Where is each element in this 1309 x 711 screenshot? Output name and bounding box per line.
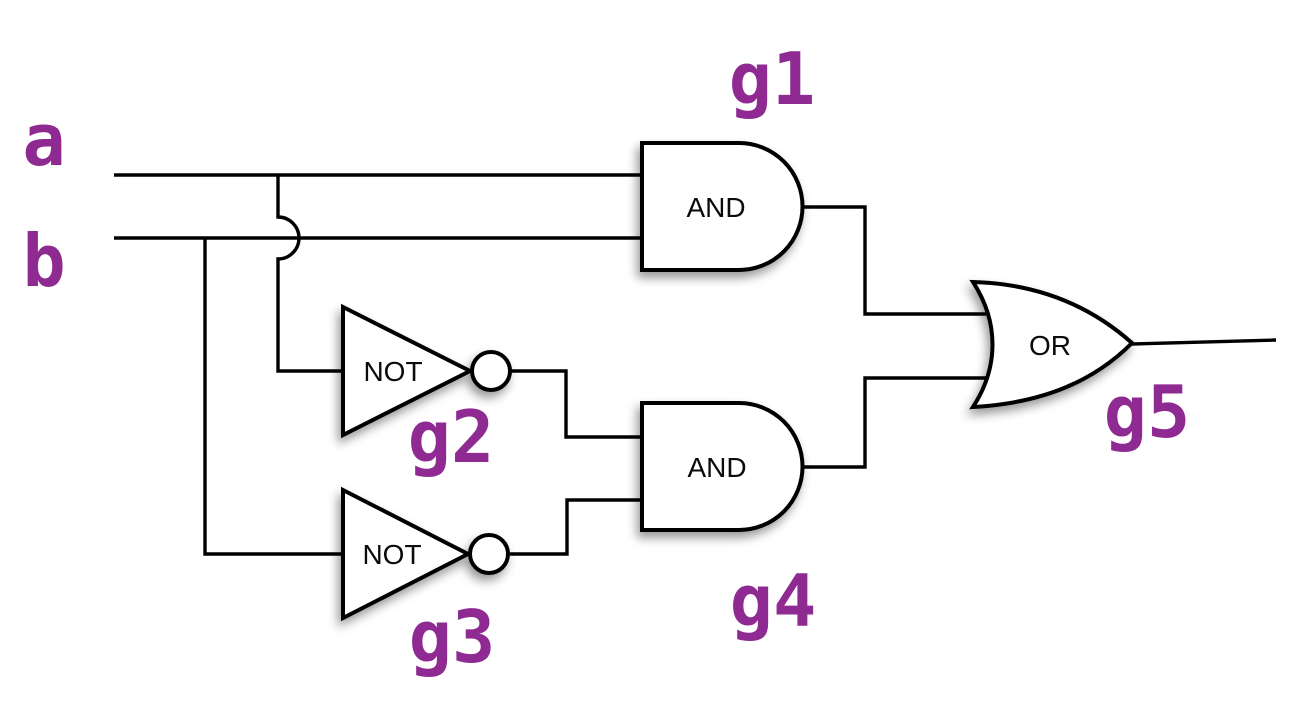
gate-g1-body — [640, 141, 805, 272]
gate-g3-body — [341, 486, 473, 622]
gate-g1-type-text: AND — [686, 192, 745, 223]
gate-label-g1: g1 — [729, 37, 816, 121]
gate-g2-body — [341, 303, 475, 439]
gate-label-g4: g4 — [730, 559, 817, 643]
wire-g5-output — [1131, 338, 1277, 346]
gate-g4-and — [640, 401, 805, 532]
wire-a-branch-to-g2-with-hop — [276, 175, 341, 373]
gate-g3-not — [341, 486, 510, 622]
wire-g2-to-g4 — [511, 369, 640, 439]
gate-g5-or — [969, 279, 1135, 410]
gate-g2-type-text: NOT — [363, 356, 422, 387]
gate-g1-and — [640, 141, 805, 272]
gate-g2-inverter-bubble — [470, 350, 512, 392]
gate-label-g5: g5 — [1104, 370, 1191, 454]
wire-b-branch-to-g3 — [203, 238, 341, 556]
gate-label-g3: g3 — [409, 595, 496, 679]
wire-g4-to-g5 — [803, 376, 986, 469]
gates-layer — [341, 141, 1135, 622]
gate-g4-type-text: AND — [687, 452, 746, 483]
wire-g1-to-g5 — [803, 205, 986, 316]
wire-g3-to-g4 — [510, 498, 640, 556]
wires-layer — [114, 173, 1277, 556]
input-label-a: a — [22, 98, 65, 182]
gate-g2-not — [341, 303, 512, 439]
gate-g5-type-text: OR — [1029, 330, 1071, 361]
gate-g4-body — [640, 401, 805, 532]
gate-g3-type-text: NOT — [362, 539, 421, 570]
input-label-b: b — [22, 219, 65, 303]
net-labels-layer: a b g1 g2 g3 g4 g5 — [22, 37, 1190, 679]
gate-type-labels-layer: AND NOT NOT AND OR — [362, 192, 1071, 570]
gate-g5-body — [969, 279, 1135, 410]
gate-label-g2: g2 — [408, 395, 495, 479]
gate-g3-inverter-bubble — [468, 533, 510, 575]
